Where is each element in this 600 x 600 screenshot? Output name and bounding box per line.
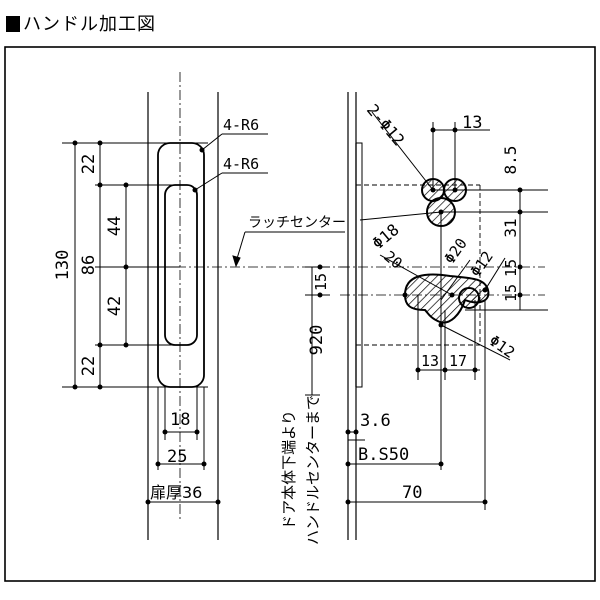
- title-text: ハンドル加工図: [23, 14, 156, 35]
- label-4-r6-inner: 4-R6: [223, 155, 259, 173]
- dim-86: 86: [79, 255, 99, 275]
- dim-15-left: 15: [312, 273, 330, 291]
- drawing-frame: [4, 46, 596, 582]
- dim-15-b: 15: [502, 284, 520, 302]
- title-square-icon: [6, 16, 20, 32]
- dim-130: 130: [53, 250, 73, 281]
- latch-center-leader: [232, 231, 345, 268]
- dim-42: 42: [105, 296, 125, 316]
- drawing-title: ハンドル加工図: [6, 14, 156, 36]
- dim-22-bot: 22: [79, 356, 99, 376]
- dim-20: 20: [380, 247, 405, 272]
- front-view: [140, 72, 350, 540]
- label-latch-center: ラッチセンター: [248, 215, 346, 231]
- note-line-2: ハンドルセンターまで: [304, 395, 322, 545]
- label-phi20: Φ20: [441, 235, 471, 268]
- dim-25: 25: [167, 447, 187, 467]
- dim-31: 31: [501, 218, 520, 237]
- dim-3-6: 3.6: [360, 411, 391, 431]
- dim-18: 18: [170, 410, 190, 430]
- dim-13: 13: [462, 113, 482, 133]
- left-dimension-lines: [62, 142, 208, 388]
- dim-70: 70: [402, 483, 422, 503]
- label-4-r6-outer: 4-R6: [223, 116, 259, 134]
- note-dots: [317, 264, 323, 298]
- hole-12-c: [458, 287, 480, 309]
- note-920-leader: [305, 266, 330, 396]
- dim-bs50: B.S50: [358, 445, 409, 465]
- r6-leaders: [194, 133, 268, 191]
- dim-22-top: 22: [79, 154, 99, 174]
- label-phi18: Φ18: [368, 220, 402, 253]
- note-920: 920: [307, 325, 327, 356]
- dim-15-a: 15: [502, 259, 520, 277]
- dim-17: 17: [449, 352, 467, 370]
- label-phi12-b: Φ12: [467, 248, 497, 281]
- diagonal-leaders: [359, 111, 511, 361]
- label-2-phi12: 2-Φ12: [363, 100, 409, 149]
- dim-44: 44: [105, 216, 125, 236]
- note-line-1: ドア本体下端より: [280, 410, 298, 530]
- dim-8-5: 8.5: [501, 146, 520, 175]
- handle-pocket-inner: [164, 184, 198, 346]
- bottom-dimension-dots: [145, 429, 221, 505]
- label-phi12-c: Φ12: [486, 332, 519, 362]
- dim-door-thickness: 扉厚36: [150, 483, 202, 502]
- dim-13-b: 13: [421, 352, 439, 370]
